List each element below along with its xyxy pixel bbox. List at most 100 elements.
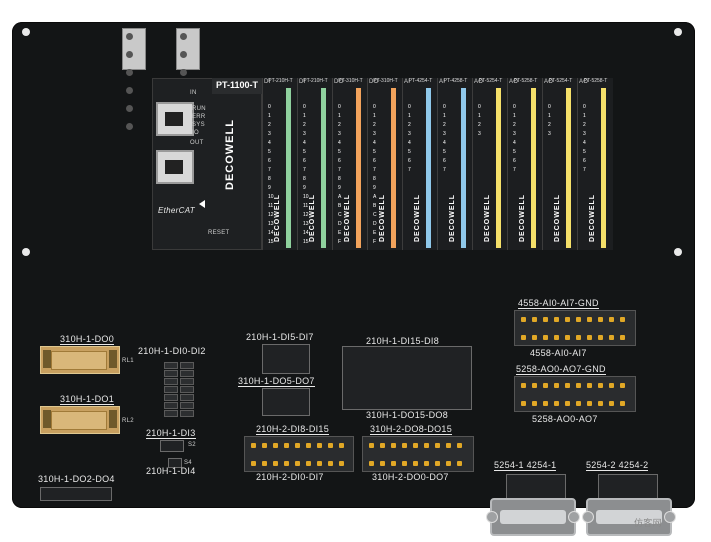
terminal-pin [402,443,407,448]
terminal-pin [435,443,440,448]
channel-number: 1 [338,113,341,119]
channel-number: 4 [303,140,306,146]
terminal-pin [576,335,581,340]
terminal-pin [369,443,374,448]
indicator-chip [180,370,194,377]
module-model: PT-5254-T [548,78,573,84]
terminal-pin [413,443,418,448]
channel-number: B [373,203,377,209]
terminal-pin [554,383,559,388]
do15-do8-label: 310H-1-DO15-DO8 [366,410,449,420]
channel-number: 9 [303,185,306,191]
module-accent-stripe [321,88,326,248]
terminal-pin [543,335,548,340]
ai-terminal-connector[interactable] [514,310,636,346]
terminal-pin [380,443,385,448]
module-accent-stripe [426,88,431,248]
terminal-pin [339,461,344,466]
channel-number: 2 [478,122,481,128]
serial2-dsub-port[interactable] [582,498,676,536]
di4-switch[interactable] [168,458,182,468]
module-model: PT-310H-T [373,78,398,84]
terminal-pin [369,461,374,466]
channel-number: 1 [583,113,586,119]
channel-number: 7 [408,167,411,173]
channel-number: 4 [443,140,446,146]
channel-number: 8 [373,176,376,182]
di8-di15-2-label: 210H-2-DI8-DI15 [256,424,330,435]
channel-number: 9 [373,185,376,191]
do0-do7-2-label: 310H-2-DO0-DO7 [372,472,449,482]
channel-number: 5 [443,149,446,155]
channel-number: 6 [303,158,306,164]
channel-number: 15 [303,239,309,245]
mount-hole [22,28,30,36]
terminal-pin [317,443,322,448]
di-terminal-connector[interactable] [244,436,354,472]
module-accent-stripe [566,88,571,248]
terminal-pin [543,383,548,388]
do5-do7-label: 310H-1-DO5-DO7 [238,376,315,387]
power-terminal-block[interactable] [176,28,200,130]
ethernet-out-port[interactable] [156,150,194,184]
s2-silk: S2 [188,442,196,448]
module-type: AO [509,79,519,85]
mount-hole [674,248,682,256]
di5-di7-header[interactable] [262,344,310,374]
terminal-pin [587,383,592,388]
mount-hole [22,248,30,256]
channel-number: D [338,221,342,227]
channel-number: 6 [268,158,271,164]
channel-number: E [338,230,342,236]
ethernet-in-port[interactable] [156,102,194,136]
do5-do7-header[interactable] [262,388,310,416]
serial1-dsub-port[interactable] [486,498,580,536]
terminal-pin [339,443,344,448]
power-terminal-block[interactable] [122,28,146,130]
channel-number: 14 [303,230,309,236]
channel-number: C [338,212,342,218]
channel-number: 2 [513,122,516,128]
di5-di7-label: 210H-1-DI5-DI7 [246,332,314,342]
terminal-pin [620,383,625,388]
do-terminal-connector[interactable] [362,436,474,472]
module-brand: DECOWELL [414,193,421,242]
channel-number: 0 [268,104,271,110]
terminal-pin [532,401,537,406]
ao-terminal-connector[interactable] [514,376,636,412]
terminal-pin [620,401,625,406]
channel-number: 3 [583,131,586,137]
terminal-pin [565,317,570,322]
channel-number: 13 [303,221,309,227]
terminal-pin [598,317,603,322]
channel-number: 6 [408,158,411,164]
channel-number: 7 [338,167,341,173]
terminal-pin [609,401,614,406]
terminal-pin [435,461,440,466]
module-type: AO [579,79,589,85]
di3-switch[interactable] [160,440,184,452]
channel-number: 8 [268,176,271,182]
module-accent-stripe [461,88,466,248]
indicator-chip [164,378,178,385]
ethercat-logo: EtherCAT [158,206,195,215]
coupler-name: PT-1100-T [216,80,259,90]
channel-number: 2 [583,122,586,128]
indicator-chip [164,362,178,369]
channel-number: 6 [513,158,516,164]
di15-di8-label: 210H-1-DI15-DI8 [366,336,440,346]
led-label: SYS [192,122,205,128]
indicator-chip [180,410,194,417]
channel-number: 15 [268,239,274,245]
screw-icon [568,511,580,523]
terminal-pin [251,461,256,466]
terminal-pin [565,335,570,340]
terminal-pin [262,461,267,466]
terminal-pin [554,335,559,340]
terminal-pin [521,317,526,322]
led-label: ERR [192,114,206,120]
channel-number: 8 [338,176,341,182]
indicator-chip [180,386,194,393]
